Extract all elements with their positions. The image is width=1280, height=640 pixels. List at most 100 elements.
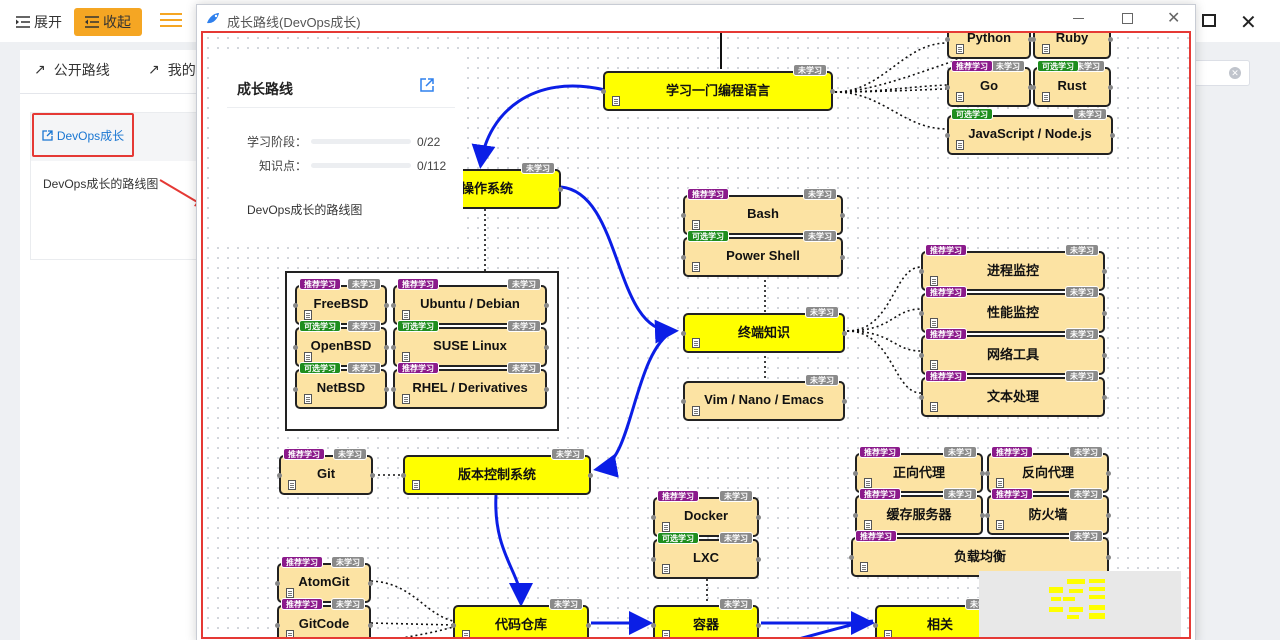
connector-handle[interactable] (945, 37, 950, 42)
maximize-icon[interactable] (1122, 13, 1133, 24)
document-icon[interactable] (692, 338, 700, 348)
connector-handle[interactable] (681, 399, 686, 404)
document-icon[interactable] (304, 394, 312, 404)
connector-handle[interactable] (1106, 513, 1111, 518)
connector-handle[interactable] (368, 623, 373, 628)
connector-handle[interactable] (586, 623, 591, 628)
connector-handle[interactable] (919, 395, 924, 400)
document-icon[interactable] (304, 310, 312, 320)
roadmap-node-lang[interactable]: 学习一门编程语言未学习 (601, 64, 835, 111)
connector-handle[interactable] (391, 303, 396, 308)
connector-handle[interactable] (980, 471, 985, 476)
document-icon[interactable] (304, 352, 312, 362)
document-icon[interactable] (956, 44, 964, 54)
document-icon[interactable] (996, 478, 1004, 488)
connector-handle[interactable] (384, 387, 389, 392)
document-icon[interactable] (884, 630, 892, 637)
connector-handle[interactable] (391, 387, 396, 392)
document-icon[interactable] (402, 394, 410, 404)
connector-handle[interactable] (840, 255, 845, 260)
connector-handle[interactable] (588, 473, 593, 478)
connector-handle[interactable] (853, 471, 858, 476)
connector-handle[interactable] (681, 255, 686, 260)
roadmap-node-repo[interactable]: 代码仓库未学习 (451, 598, 591, 637)
connector-handle[interactable] (601, 89, 606, 94)
connector-handle[interactable] (651, 557, 656, 562)
document-icon[interactable] (692, 406, 700, 416)
document-icon[interactable] (860, 562, 868, 572)
window-maximize-icon[interactable] (1202, 14, 1216, 27)
document-icon[interactable] (662, 630, 670, 637)
document-icon[interactable] (662, 522, 670, 532)
connector-handle[interactable] (1031, 37, 1036, 42)
connector-handle[interactable] (919, 269, 924, 274)
document-icon[interactable] (612, 96, 620, 106)
connector-handle[interactable] (1102, 311, 1107, 316)
connector-handle[interactable] (919, 311, 924, 316)
connector-handle[interactable] (842, 331, 847, 336)
connector-handle[interactable] (384, 303, 389, 308)
menu-icon[interactable] (160, 10, 182, 32)
connector-handle[interactable] (849, 555, 854, 560)
connector-handle[interactable] (840, 213, 845, 218)
connector-handle[interactable] (275, 581, 280, 586)
connector-handle[interactable] (1028, 85, 1033, 90)
connector-handle[interactable] (651, 515, 656, 520)
document-icon[interactable] (662, 564, 670, 574)
document-icon[interactable] (1042, 44, 1050, 54)
roadmap-node-ruby[interactable]: Ruby未学习推荐学习 (1031, 33, 1113, 59)
roadmap-node-terminal[interactable]: 终端知识未学习 (681, 306, 847, 353)
document-icon[interactable] (286, 588, 294, 598)
connector-handle[interactable] (1102, 269, 1107, 274)
document-icon[interactable] (930, 402, 938, 412)
connector-handle[interactable] (756, 557, 761, 562)
collapse-button[interactable]: 收起 (74, 8, 142, 36)
clear-icon[interactable]: ✕ (1229, 67, 1241, 79)
connector-handle[interactable] (277, 473, 282, 478)
connector-handle[interactable] (985, 471, 990, 476)
document-icon[interactable] (1042, 92, 1050, 102)
tab-my-routes[interactable]: ↗ 我的 (148, 60, 196, 80)
document-icon[interactable] (402, 310, 410, 320)
document-icon[interactable] (402, 352, 410, 362)
connector-handle[interactable] (1028, 37, 1033, 42)
connector-handle[interactable] (919, 353, 924, 358)
connector-handle[interactable] (1108, 37, 1113, 42)
connector-handle[interactable] (756, 515, 761, 520)
connector-handle[interactable] (1106, 555, 1111, 560)
connector-handle[interactable] (1102, 353, 1107, 358)
connector-handle[interactable] (401, 473, 406, 478)
document-icon[interactable] (692, 262, 700, 272)
connector-handle[interactable] (293, 387, 298, 392)
roadmap-node-perf[interactable]: 性能监控未学习推荐学习 (919, 286, 1107, 333)
document-icon[interactable] (930, 360, 938, 370)
connector-handle[interactable] (651, 623, 656, 628)
roadmap-node-proc[interactable]: 进程监控未学习推荐学习 (919, 244, 1107, 291)
connector-handle[interactable] (980, 513, 985, 518)
connector-handle[interactable] (391, 345, 396, 350)
roadmap-node-vcs[interactable]: 版本控制系统未学习 (401, 448, 593, 495)
roadmap-node-container[interactable]: 容器未学习 (651, 598, 761, 637)
route-card[interactable]: DevOps成长 DevOps成长的路线图 (30, 112, 200, 260)
document-icon[interactable] (956, 140, 964, 150)
document-icon[interactable] (996, 520, 1004, 530)
connector-handle[interactable] (558, 187, 563, 192)
document-icon[interactable] (956, 92, 964, 102)
connector-handle[interactable] (275, 623, 280, 628)
document-icon[interactable] (288, 480, 296, 490)
connector-handle[interactable] (830, 89, 835, 94)
document-icon[interactable] (930, 276, 938, 286)
connector-handle[interactable] (842, 399, 847, 404)
